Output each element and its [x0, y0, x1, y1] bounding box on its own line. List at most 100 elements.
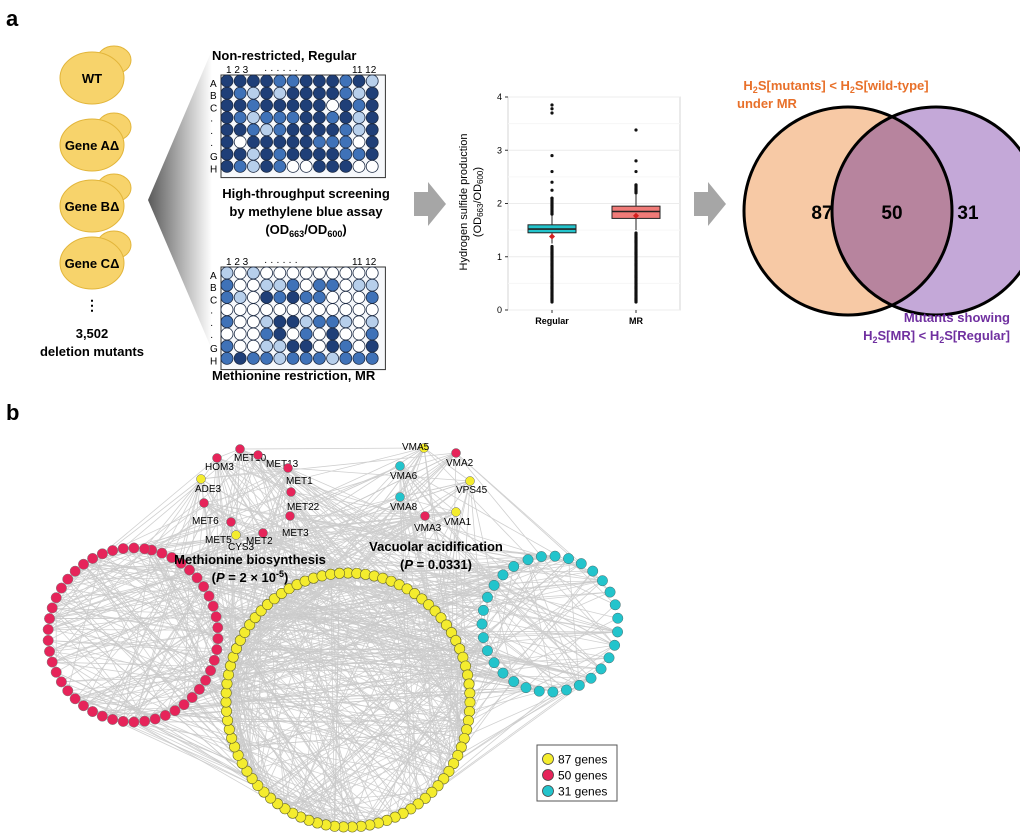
node-50-genes — [69, 693, 81, 705]
plate-well — [299, 278, 313, 292]
network-edge — [61, 681, 156, 720]
gene-label-met22: MET22 — [287, 502, 320, 513]
network-edge — [225, 467, 289, 703]
plate-well — [312, 351, 326, 365]
plate-well — [233, 315, 247, 329]
plate-well — [220, 327, 234, 341]
plate-well — [220, 123, 234, 137]
vma-pathway-pvalue: (P = 0.0331) — [400, 557, 472, 572]
plate-well — [352, 147, 366, 161]
gene-label-vma3: VMA3 — [414, 523, 442, 534]
network-edge — [55, 597, 362, 827]
network-edge — [52, 607, 540, 692]
network-edge — [300, 657, 464, 818]
network-edge — [257, 454, 495, 663]
plate-well — [312, 339, 326, 353]
network-edge — [171, 557, 567, 691]
plate-well — [339, 351, 353, 365]
plate-well — [233, 111, 247, 124]
box-mr: MR — [611, 128, 661, 326]
network-edge — [56, 532, 264, 599]
network-nodes — [42, 542, 624, 833]
node-50-genes — [117, 715, 129, 727]
plate-well — [339, 159, 353, 173]
network-edge — [183, 569, 190, 705]
plate-well — [339, 86, 353, 100]
box-outlier-high — [550, 107, 554, 111]
plate-well — [312, 123, 326, 137]
plate-well — [312, 147, 326, 161]
network-edge — [351, 598, 423, 828]
node-50-genes — [128, 716, 140, 728]
node-50-genes — [55, 676, 67, 688]
network-edge — [61, 447, 425, 683]
gene-node-ade3 — [196, 474, 206, 484]
plate-well — [365, 315, 379, 329]
plate-well — [312, 99, 326, 112]
network-edge — [281, 593, 459, 756]
network-edge — [215, 515, 426, 618]
node-31-genes — [612, 612, 624, 624]
network-edge — [399, 465, 515, 682]
plate-well — [220, 278, 234, 292]
network-edge — [216, 457, 264, 534]
plate-well — [365, 266, 379, 280]
plate-well — [233, 351, 247, 365]
plate-well — [286, 123, 300, 137]
network-edge — [217, 627, 470, 712]
gene-node-vma6 — [395, 461, 405, 471]
node-50-genes — [117, 543, 129, 555]
network-edge — [83, 467, 289, 565]
network-edge — [239, 448, 468, 676]
plate-well — [233, 86, 247, 100]
network-edge — [51, 448, 241, 609]
boxplot-xtick-label: Regular — [535, 316, 569, 326]
plate-row-label: H — [210, 356, 217, 367]
cell-ellipsis: ⋮ — [85, 297, 99, 313]
network-edge — [287, 467, 471, 482]
network-edge — [83, 705, 344, 828]
gene-node-met10 — [235, 444, 245, 454]
plate-well — [220, 159, 234, 173]
node-87-genes — [333, 567, 345, 579]
network-edge — [424, 515, 592, 679]
plate-well — [286, 315, 300, 329]
venn-right-count: 31 — [957, 203, 979, 224]
network-edge — [289, 515, 465, 739]
yeast-cell: Gene AΔ — [59, 112, 132, 172]
network-edge — [225, 692, 335, 827]
network-edge — [133, 720, 469, 723]
plate-well — [365, 278, 379, 292]
venn-right-title-line2: H2S[MR] < H2S[Regular] — [863, 328, 1010, 345]
network-edge — [61, 552, 163, 589]
node-31-genes — [596, 575, 608, 587]
plate-well — [352, 266, 366, 280]
plate-well — [299, 266, 313, 280]
network-edge — [161, 502, 205, 554]
plate-well — [299, 123, 313, 137]
node-50-genes — [50, 666, 62, 678]
plate-well — [260, 111, 274, 124]
network-edge — [277, 674, 468, 805]
network-edge — [203, 502, 340, 574]
screen-line1: High-throughput screening — [222, 186, 390, 201]
network-edge — [434, 480, 471, 612]
plate-well — [339, 266, 353, 280]
network-edge — [235, 534, 357, 574]
box-outlier-low — [634, 231, 638, 235]
yeast-cell: Gene CΔ — [59, 230, 132, 290]
node-87-genes — [462, 715, 474, 727]
plate-well — [365, 123, 379, 137]
gene-node-hom3 — [212, 453, 222, 463]
node-50-genes — [128, 542, 140, 554]
gene-label-vma2: VMA2 — [446, 458, 474, 469]
network-edge — [399, 465, 580, 686]
network-edge — [151, 491, 292, 551]
boxplot-xtick-label: MR — [629, 316, 643, 326]
legend-swatch — [542, 785, 554, 797]
network-edge — [399, 480, 471, 498]
plate-well — [299, 290, 313, 304]
